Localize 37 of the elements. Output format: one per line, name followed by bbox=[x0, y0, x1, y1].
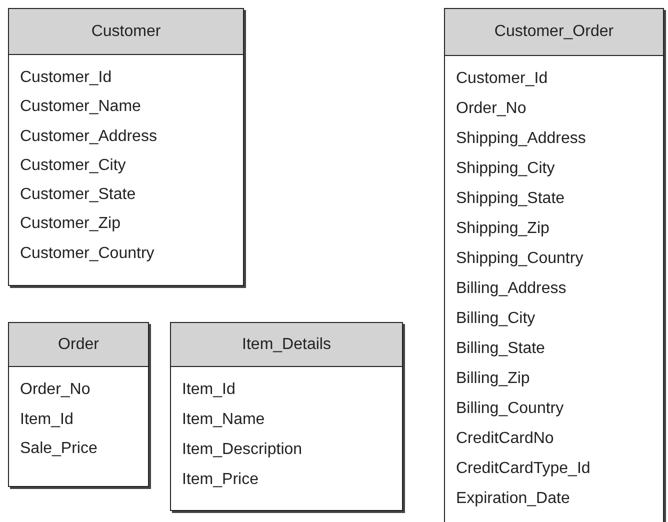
field-name: Customer_State bbox=[20, 185, 136, 206]
table-title: Customer_Order bbox=[494, 23, 614, 41]
field-name: Order_No bbox=[20, 380, 90, 400]
field-name: Billing_Address bbox=[456, 279, 566, 299]
entity-table bbox=[170, 322, 403, 511]
field-name: Billing_State bbox=[456, 339, 545, 359]
field-name: Customer_Name bbox=[20, 97, 141, 118]
field-name: Shipping_Country bbox=[456, 249, 584, 269]
entity-table bbox=[8, 8, 244, 286]
field-name: Billing_City bbox=[456, 309, 536, 329]
field-name: Order_No bbox=[456, 99, 526, 119]
field-name: Shipping_Zip bbox=[456, 219, 550, 239]
field-name: Item_Description bbox=[182, 440, 302, 460]
field-name: CreditCardNo bbox=[456, 429, 554, 449]
field-name: Shipping_State bbox=[456, 189, 565, 209]
table-title: Customer bbox=[91, 22, 161, 40]
field-name: Item_Price bbox=[182, 470, 258, 490]
field-name: Item_Id bbox=[182, 380, 236, 400]
field-name: Customer_Address bbox=[20, 126, 157, 147]
table-title: Item_Details bbox=[242, 336, 331, 354]
field-name: Billing_Zip bbox=[456, 369, 530, 389]
field-name: Customer_Id bbox=[456, 69, 548, 89]
field-name: CreditCardType_Id bbox=[456, 459, 590, 479]
field-name: Item_Name bbox=[182, 410, 265, 430]
field-name: Customer_City bbox=[20, 156, 126, 176]
field-name: Sale_Price bbox=[20, 439, 98, 459]
field-name: Item_Id bbox=[20, 410, 74, 430]
field-name: Billing_Country bbox=[456, 399, 564, 419]
field-name: Expiration_Date bbox=[456, 489, 570, 509]
field-name: Shipping_Address bbox=[456, 129, 586, 149]
entity-table bbox=[8, 322, 149, 487]
field-name: Shipping_City bbox=[456, 159, 555, 179]
field-name: Customer_Country bbox=[20, 244, 154, 264]
entity-table bbox=[444, 8, 664, 522]
field-name: Customer_Zip bbox=[20, 214, 120, 234]
table-title: Order bbox=[58, 336, 99, 354]
field-name: Customer_Id bbox=[20, 68, 112, 88]
